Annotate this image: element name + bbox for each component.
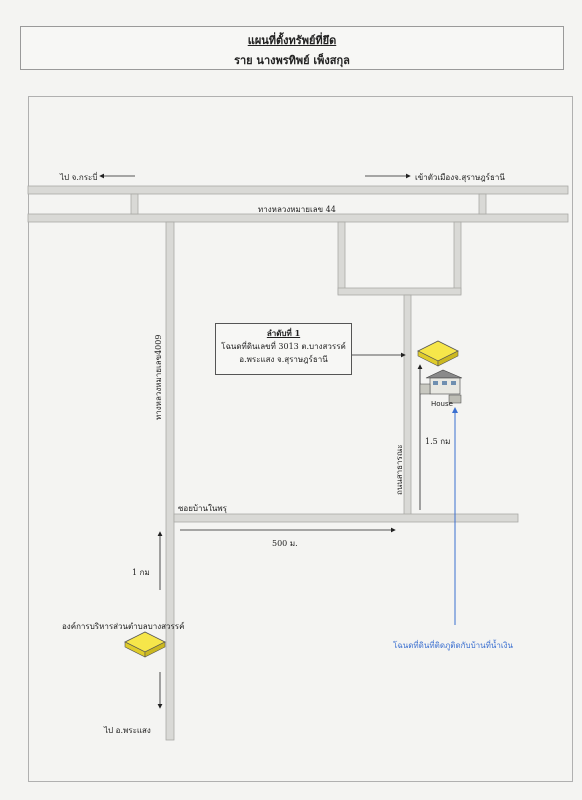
road-loop-right [453,221,462,295]
label-sao-office: องค์การบริหารส่วนตำบลบางสวรรค์ [62,622,185,631]
title-box: แผนที่ตั้งทรัพย์ที่ยึด ราย นางพรทิพย์ เพ… [20,26,564,70]
parcel-info-box: ลำดับที่ 1 โฉนดที่ดินเลขที่ 3013 ต.บางสว… [215,323,352,375]
page-title: แผนที่ตั้งทรัพย์ที่ยึด [247,34,337,47]
parcel-marker-icon [124,631,166,658]
road-connector-right [478,193,487,215]
label-distance-500m: 500 ม. [272,539,298,548]
label-to-phrasaeng: ไป อ.พระแสง [104,726,151,735]
label-distance-1-5km: 1.5 กม [425,437,451,446]
road-highway-4009 [165,221,175,741]
roads [27,185,569,741]
label-local-road: ถนนสาธารณะ [395,444,404,495]
road-top-a [27,185,569,195]
info-box-line2: อ.พระแสง จ.สุราษฎร์ธานี [239,355,328,364]
parcel-marker-icon [417,340,459,367]
map-frame [28,96,573,782]
house-icon [419,369,463,404]
road-connector-left [130,193,139,215]
label-highway-44: ทางหลวงหมายเลข 44 [258,205,336,214]
road-soi-ban-nai-phru [173,513,519,523]
label-house: House [431,400,453,408]
label-soi-ban-nai-phru: ซอยบ้านในพรุ [178,504,227,513]
label-highway-4009: ทางหลวงหมายเลข4009 [154,334,163,420]
label-to-krabi: ไป จ.กระบี่ [60,173,98,182]
label-to-city: เข้าตัวเมืองจ.สุราษฎร์ธานี [415,173,505,182]
road-highway-44 [27,213,569,223]
road-loop-bottom [337,287,462,296]
info-box-title: ลำดับที่ 1 [266,328,301,338]
road-loop-left [337,221,346,295]
label-house-deed-note: โฉนดที่ดินที่ติดภูติดกับบ้านที่น้ำเงิน [393,641,513,650]
info-box-line1: โฉนดที่ดินเลขที่ 3013 ต.บางสวรรค์ [221,342,346,351]
label-distance-1km: 1 กม [132,568,150,577]
page-subtitle: ราย นางพรทิพย์ เพ็งสกุล [234,54,350,67]
